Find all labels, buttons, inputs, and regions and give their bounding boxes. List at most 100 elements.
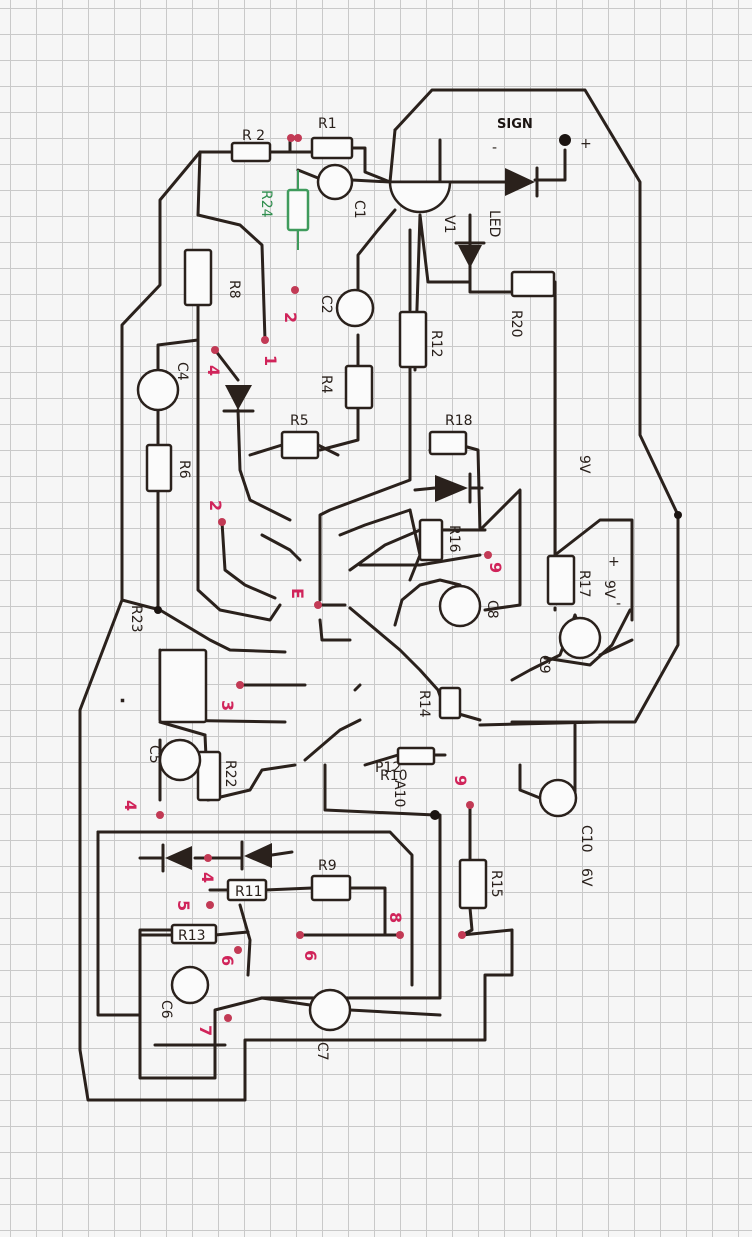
pad-7 xyxy=(224,1014,232,1022)
pad-6 xyxy=(234,946,242,954)
pad-label-8: 8 xyxy=(386,912,405,923)
wire-bottom-diodes xyxy=(138,850,294,860)
pad-label-1: 1 xyxy=(261,355,280,366)
pad-label-6-bot: 6 xyxy=(301,950,320,961)
label-r16: R16 xyxy=(446,525,462,553)
pad-8 xyxy=(396,931,404,939)
pad-9-mid xyxy=(484,551,492,559)
resistor-r18 xyxy=(428,430,468,456)
label-9v-side: 9V xyxy=(601,580,617,599)
pad-9-bot xyxy=(466,801,474,809)
pad-label-e: E xyxy=(288,588,307,599)
label-r23: R23 xyxy=(128,605,144,633)
wire-r2-r1 xyxy=(198,146,392,184)
diode-r18 xyxy=(435,472,472,504)
wire-c6-loop xyxy=(138,928,227,1047)
label-r6: R6 xyxy=(176,460,192,479)
pad-top-r1b xyxy=(294,134,302,142)
wire-r21 xyxy=(158,720,207,737)
label-r2: R 2 xyxy=(242,128,265,144)
pad-4 xyxy=(211,346,219,354)
label-r18: R18 xyxy=(445,413,473,429)
pad-top-r1 xyxy=(287,134,295,142)
pad-3 xyxy=(236,681,244,689)
wire-right-contacts xyxy=(478,608,632,727)
resistor-r2 xyxy=(230,141,272,163)
wire-r5 xyxy=(248,443,340,457)
wire-r18-led xyxy=(428,443,522,612)
label-r9: R9 xyxy=(318,858,337,874)
label-r22: R22 xyxy=(222,760,238,788)
wire-r23 xyxy=(120,598,287,654)
capacitor-c8 xyxy=(438,584,482,628)
wire-contacts-center xyxy=(303,603,437,817)
pad-label-2-mid: 2 xyxy=(206,500,225,511)
resistor-r23 xyxy=(120,698,125,703)
junction-sign-plus xyxy=(559,134,571,146)
wire-left-stack xyxy=(196,338,282,622)
capacitor-c6 xyxy=(170,965,210,1005)
resistor-r11 xyxy=(226,878,268,902)
capacitor-c5 xyxy=(158,738,202,782)
pad-2-mid xyxy=(218,518,226,526)
label-r15: R15 xyxy=(488,870,504,898)
resistor-r19 xyxy=(398,310,428,369)
pad-e xyxy=(314,601,322,609)
resistor-r21 xyxy=(196,750,222,802)
wire-r11-r9 xyxy=(208,886,387,937)
label-v1: V1 xyxy=(441,215,457,233)
label-r17: R17 xyxy=(576,570,592,598)
label-c10: C10 xyxy=(578,825,594,853)
label-c8: C8 xyxy=(484,600,500,619)
resistor-r5 xyxy=(280,430,320,460)
label-r11: R11 xyxy=(235,884,263,900)
label-sign: SIGN xyxy=(497,117,533,132)
diode-bottom-2 xyxy=(240,840,272,871)
label-led: LED xyxy=(486,210,502,237)
label-r4: R4 xyxy=(318,375,334,394)
resistor-r16 xyxy=(418,518,444,562)
resistor-r20 xyxy=(510,270,556,298)
pad-r15-bot xyxy=(458,931,466,939)
wire-r12 xyxy=(138,930,250,937)
pad-4-left xyxy=(156,811,164,819)
label-c6: C6 xyxy=(158,1000,174,1019)
capacitor-c10 xyxy=(538,778,578,818)
label-sign-plus: + xyxy=(580,136,592,152)
wire-r17-battery xyxy=(553,518,634,622)
wire-r10-p12 xyxy=(363,753,447,767)
pad-label-4-bot: 4 xyxy=(198,872,217,883)
resistor-r8 xyxy=(183,248,213,307)
resistor-r6 xyxy=(145,443,173,493)
label-r19: R12 xyxy=(428,330,444,358)
capacitor-c7 xyxy=(308,988,352,1032)
capacitor-c2 xyxy=(335,288,375,328)
label-r10: R10 xyxy=(380,768,408,784)
pad-label-9-mid: 9 xyxy=(486,562,505,573)
label-c7: C7 xyxy=(314,1042,330,1061)
pad-label-3: 3 xyxy=(218,700,237,711)
transistor-body xyxy=(388,180,452,214)
wire-bottom-left-box xyxy=(96,830,414,987)
pad-5 xyxy=(206,901,214,909)
label-r20: R20 xyxy=(508,310,524,338)
label-green-r24: R24 xyxy=(258,190,274,218)
pad-6-bot xyxy=(296,931,304,939)
label-c2: C2 xyxy=(318,295,334,314)
pad-1 xyxy=(261,336,269,344)
wire-c1 xyxy=(296,168,392,184)
label-sign-minus: - xyxy=(492,140,497,156)
wire-r15 xyxy=(460,803,514,937)
label-6v: 6V xyxy=(578,868,594,887)
resistor-r22 xyxy=(158,648,208,724)
pad-label-5: 5 xyxy=(174,900,193,911)
wire-c10 xyxy=(518,723,577,802)
label-c9: C9 xyxy=(536,655,552,674)
resistor-r24-green xyxy=(286,188,310,232)
junction-c10 xyxy=(430,810,440,820)
wire-r16 xyxy=(408,508,422,582)
junction-right xyxy=(674,511,682,519)
wire-led-mid xyxy=(413,486,484,492)
capacitor-c1 xyxy=(316,163,354,201)
